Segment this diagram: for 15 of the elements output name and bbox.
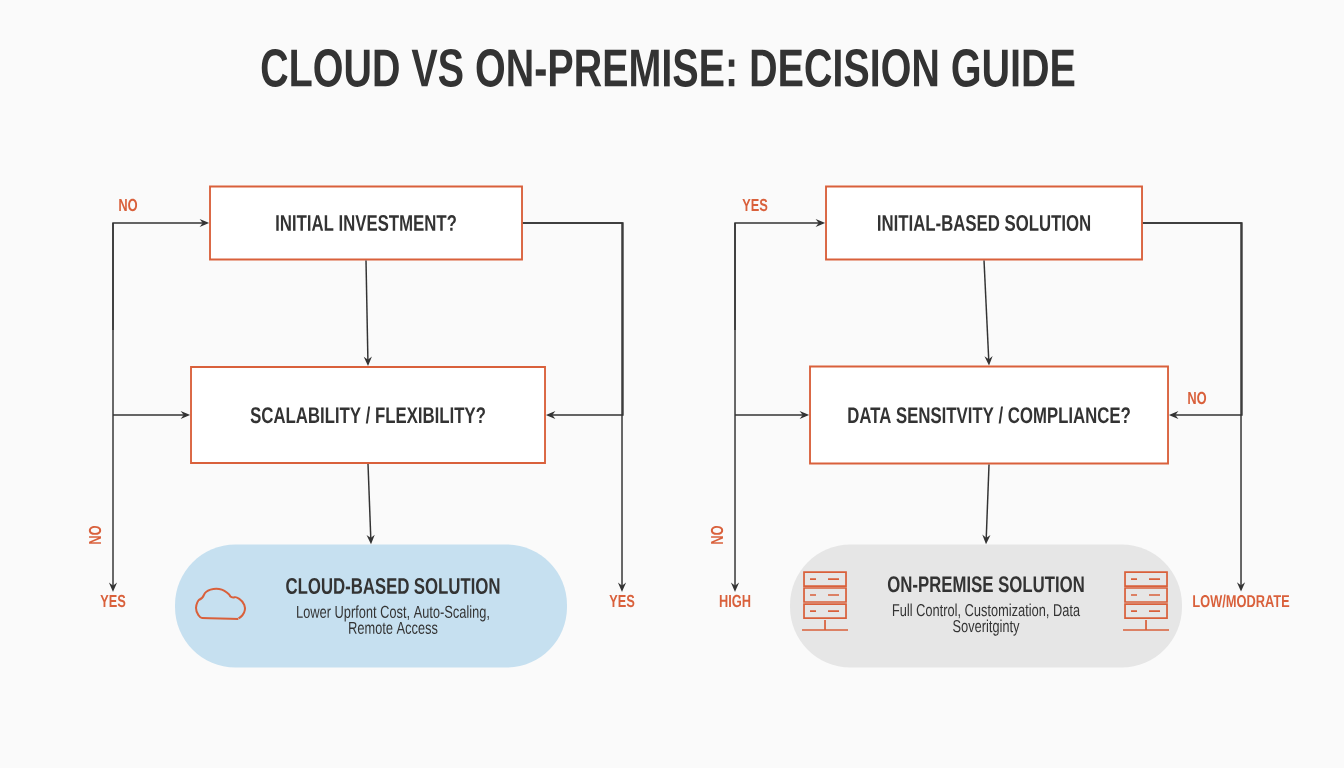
title: CLOUD VS ON-PREMISE: DECISION GUIDE [261,49,1075,87]
edge-label: YES [742,198,768,212]
decision-box: SCALABILITY / FLEXIBILITY? [190,366,546,464]
edge-label: NO [710,525,724,544]
outcome-label: YES [100,594,126,608]
edge-label: NO [119,198,138,212]
decision-box: DATA SENSITVITY / COMPLIANCE? [809,365,1169,465]
decision-box: INITIAL-BASED SOLUTION [825,185,1143,261]
outcome-label: HIGH [719,594,751,608]
edge-label: NO [88,525,102,544]
solution-pill: CLOUD-BASED SOLUTION Lower Uprfont Cost, Auto-Scaling, Remote Access [175,544,567,668]
outcome-label: LOW/MODRATE [1193,594,1290,608]
edge-label: NO [1188,391,1207,405]
outcome-label: YES [609,594,635,608]
decision-box: INITIAL INVESTMENT? [209,185,523,261]
